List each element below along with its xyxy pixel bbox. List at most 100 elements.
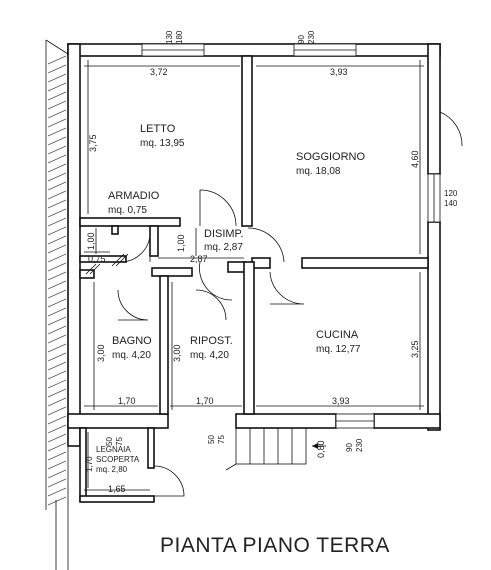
dim-armadio-height: 1,00 (86, 232, 96, 250)
hatch-line (47, 424, 67, 434)
dim-disimp-width: 2,87 (190, 254, 208, 264)
hatch-line (47, 208, 67, 218)
hatch-line (47, 154, 67, 164)
hatch-line (47, 217, 67, 227)
hatch-line (47, 460, 67, 470)
hatch-line (47, 451, 67, 461)
room-legnaia-area: mq. 2,80 (96, 465, 128, 474)
hatch-line (47, 118, 67, 128)
room-bagno-name: BAGNO (112, 335, 152, 347)
dim-ripost-height: 3,00 (172, 344, 182, 362)
hatch-line (47, 127, 67, 137)
dim-door-b2: 75 (217, 435, 226, 444)
room-ripostiglio-name: RIPOST. (190, 335, 233, 347)
hatch-line (47, 64, 67, 74)
hatch-line (47, 91, 67, 101)
dim-letto-height: 3,75 (88, 134, 98, 152)
room-armadio-name: ARMADIO (108, 190, 160, 202)
room-bagno-area: mq. 4,20 (112, 350, 151, 361)
hatch-line (47, 82, 67, 92)
hatch-line (47, 406, 67, 416)
windows (141, 43, 463, 429)
room-cucina-area: mq. 12,77 (316, 344, 361, 355)
hatch-line (47, 136, 67, 146)
hatch-line (47, 370, 67, 380)
hatch-line (47, 73, 67, 83)
dim-armadio-width: 0,75 (88, 254, 106, 264)
dim-window-top1-a: 130 (165, 30, 174, 44)
dim-door-a2: 75 (115, 437, 124, 446)
room-letto-name: LETTO (140, 123, 176, 135)
room-soggiorno-area: mq. 18,08 (296, 166, 341, 177)
room-soggiorno-name: SOGGIORNO (296, 151, 366, 163)
dim-window-right-a: 120 (444, 189, 458, 198)
room-legnaia-name2: SCOPERTA (96, 455, 140, 464)
dim-step: 0,80 (316, 440, 326, 458)
dim-cucina-width: 3,93 (332, 396, 350, 406)
plan-title: PIANTA PIANO TERRA (160, 534, 390, 557)
hatch-line (47, 478, 67, 488)
dim-bagno-height: 3,00 (96, 344, 106, 362)
hatch-line (47, 487, 67, 497)
dim-soggiorno-width: 3,93 (330, 67, 348, 77)
hatch-line (47, 388, 67, 398)
hatch-line (47, 334, 67, 344)
hatch-line (47, 442, 67, 452)
room-armadio-area: mq. 0,75 (108, 205, 147, 216)
hatch-line (47, 298, 67, 308)
room-letto-area: mq. 13,95 (140, 138, 185, 149)
hatch-line (47, 190, 67, 200)
hatch-line (47, 244, 67, 254)
dim-legnaia-width: 1,65 (108, 484, 126, 494)
room-cucina-name: CUCINA (316, 329, 359, 341)
hatch-line (47, 172, 67, 182)
dim-soggiorno-height: 4,60 (410, 150, 420, 168)
room-legnaia-name: LEGNAIA (96, 445, 131, 454)
dim-window-right-b: 140 (444, 199, 458, 208)
dim-window-top1-b: 180 (175, 30, 184, 44)
hatch-line (47, 469, 67, 479)
hatch-line (47, 379, 67, 389)
hatch-line (47, 145, 67, 155)
walls (67, 43, 441, 503)
hatch-line (47, 289, 67, 299)
exterior-hatch (45, 39, 69, 570)
dim-bagno-width: 1,70 (118, 396, 136, 406)
dim-window-top2-b: 230 (307, 30, 316, 44)
dim-window-bottom-b: 230 (355, 438, 364, 452)
hatch-line (47, 235, 67, 245)
room-disimpegno-area: mq. 2,87 (204, 242, 243, 253)
doors (85, 189, 305, 497)
hatch-line (47, 280, 67, 290)
hatch-line (47, 181, 67, 191)
hatch-line (47, 226, 67, 236)
hatch-line (47, 415, 67, 425)
dim-door-b1: 50 (207, 435, 216, 444)
hatch-line (47, 316, 67, 326)
hatch-line (47, 271, 67, 281)
hatch-line (47, 253, 67, 263)
exterior-steps (225, 427, 326, 471)
dim-door-a1: 50 (105, 437, 114, 446)
room-disimpegno-name: DISIMP. (204, 228, 244, 240)
dim-window-bottom-a: 90 (345, 443, 354, 452)
dim-ripost-width: 1,70 (196, 396, 214, 406)
hatch-line (47, 100, 67, 110)
hatch-line (47, 496, 67, 506)
dim-cucina-height: 3,25 (410, 340, 420, 358)
hatch-line (47, 325, 67, 335)
hatch-line (47, 352, 67, 362)
dim-disimp-height: 1,00 (176, 234, 186, 252)
hatch-line (47, 307, 67, 317)
hatch-line (47, 55, 67, 65)
hatch-line (47, 433, 67, 443)
room-ripostiglio-area: mq. 4,20 (190, 350, 229, 361)
dim-letto-width: 3,72 (150, 67, 168, 77)
hatch-line (47, 163, 67, 173)
dimension-lines (84, 60, 424, 491)
hatch-line (47, 199, 67, 209)
dim-legnaia-height: 1,70 (85, 456, 94, 472)
hatch-line (47, 397, 67, 407)
hatch-line (47, 109, 67, 119)
